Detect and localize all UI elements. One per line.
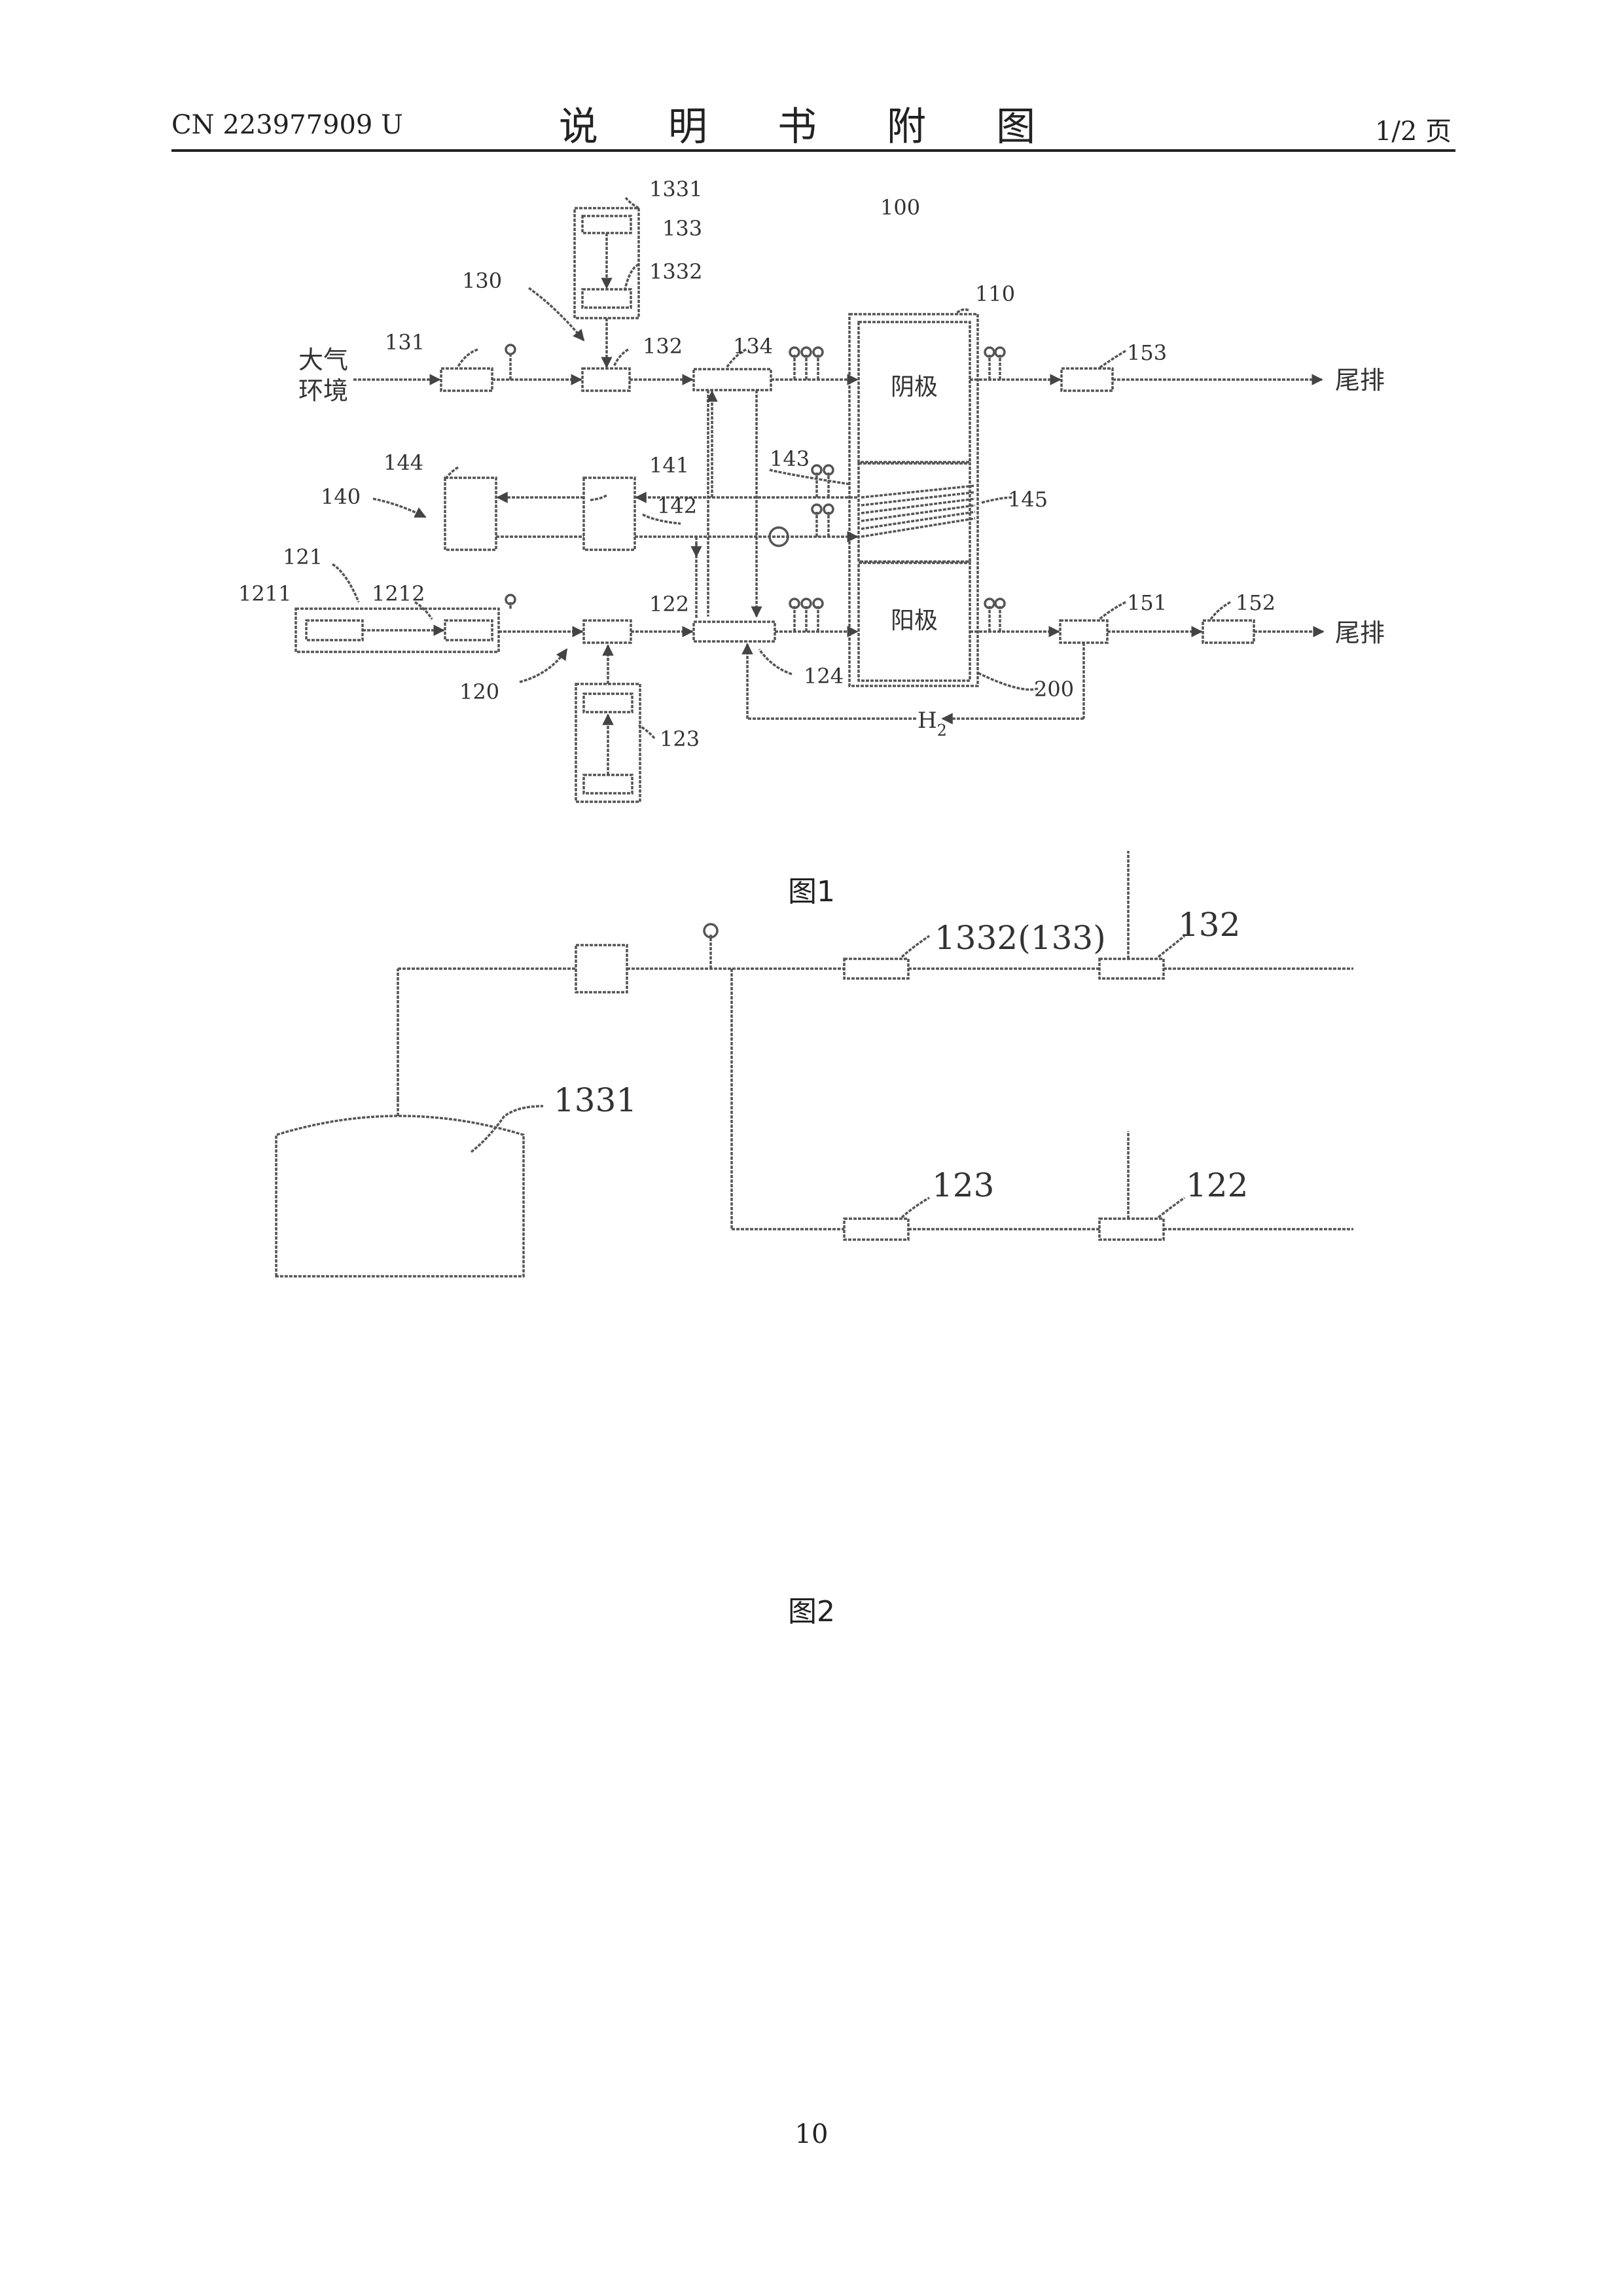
valve-1332 [844, 959, 908, 978]
label-153: 153 [1127, 340, 1167, 365]
radiator-144 [445, 478, 496, 550]
sensor-cluster-cathode [790, 348, 823, 380]
label-141: 141 [649, 453, 689, 478]
label-1211: 1211 [238, 581, 291, 606]
label-142: 142 [657, 493, 697, 518]
tank-1331 [582, 216, 631, 233]
label-131: 131 [385, 330, 425, 355]
cooling-channels [861, 486, 975, 537]
ejector-124 [694, 622, 775, 641]
label-1332: 1332 [649, 259, 702, 284]
figure-1: 阴极 阳极 [238, 177, 1385, 802]
sensor-cluster-anode-out [985, 599, 1005, 632]
label-145: 145 [1008, 487, 1048, 512]
figure-2-caption: 图2 [0, 1588, 1623, 1630]
label-1212: 1212 [372, 581, 425, 606]
label-132: 132 [643, 334, 683, 359]
label-143: 143 [770, 446, 810, 471]
hydrogen-label: H2 [918, 708, 947, 740]
label-1331: 1331 [649, 177, 702, 202]
cathode-label: 阴极 [891, 374, 938, 401]
label-124: 124 [804, 664, 844, 689]
valve-123 [844, 1219, 908, 1240]
storage-tank-1331 [276, 1116, 524, 1276]
compressor-132 [582, 368, 630, 391]
valve-1332 [582, 289, 631, 308]
main-valve [576, 945, 627, 992]
label-200: 200 [1034, 677, 1074, 702]
sensor-cluster-anode [790, 599, 823, 632]
regulator-122 [1099, 1219, 1164, 1240]
label-110: 110 [975, 281, 1015, 306]
compressor-132 [1099, 959, 1164, 978]
tank-123-bottom [584, 775, 632, 793]
label-123: 123 [932, 1166, 994, 1204]
label-100: 100 [880, 195, 920, 220]
purge-valve-152 [1203, 620, 1254, 643]
label-133: 133 [662, 216, 702, 241]
label-121: 121 [283, 545, 323, 569]
label-132: 132 [1178, 906, 1240, 944]
hydrogen-tank-1211 [306, 620, 363, 640]
label-1331: 1331 [554, 1081, 637, 1119]
tank-123-top [584, 694, 632, 712]
label-123: 123 [660, 726, 700, 751]
figure-1-caption: 图1 [0, 868, 1623, 910]
sensor-icon [506, 345, 515, 354]
label-130: 130 [462, 268, 502, 293]
label-1332-133: 1332(133) [935, 919, 1106, 957]
filter-131 [441, 368, 492, 391]
label-134: 134 [733, 334, 773, 359]
pressure-regulator-122 [584, 620, 631, 643]
label-122: 122 [649, 592, 689, 617]
heat-exchanger-141 [584, 478, 635, 550]
exhaust-label-bottom: 尾排 [1335, 619, 1385, 647]
label-120: 120 [459, 679, 499, 704]
anode-label: 阳极 [891, 607, 938, 634]
valve-153 [1061, 368, 1113, 391]
sensor-cluster-coolant [812, 465, 833, 537]
page-number: 10 [0, 2119, 1623, 2149]
sensor-cluster-cathode-out [985, 348, 1005, 380]
separator-151 [1060, 620, 1107, 643]
label-144: 144 [383, 450, 423, 475]
humidifier-134 [694, 369, 771, 390]
label-151: 151 [1127, 590, 1167, 615]
valve-1212 [445, 620, 492, 640]
exhaust-label-top: 尾排 [1335, 366, 1385, 395]
atmosphere-label-line1: 大气 [298, 346, 348, 374]
atmosphere-label-line2: 环境 [298, 376, 348, 405]
figure-2: 1331 1332(133) 132 123 122 [276, 851, 1353, 1276]
label-140: 140 [321, 484, 361, 509]
label-122: 122 [1186, 1166, 1248, 1204]
label-152: 152 [1236, 590, 1275, 615]
